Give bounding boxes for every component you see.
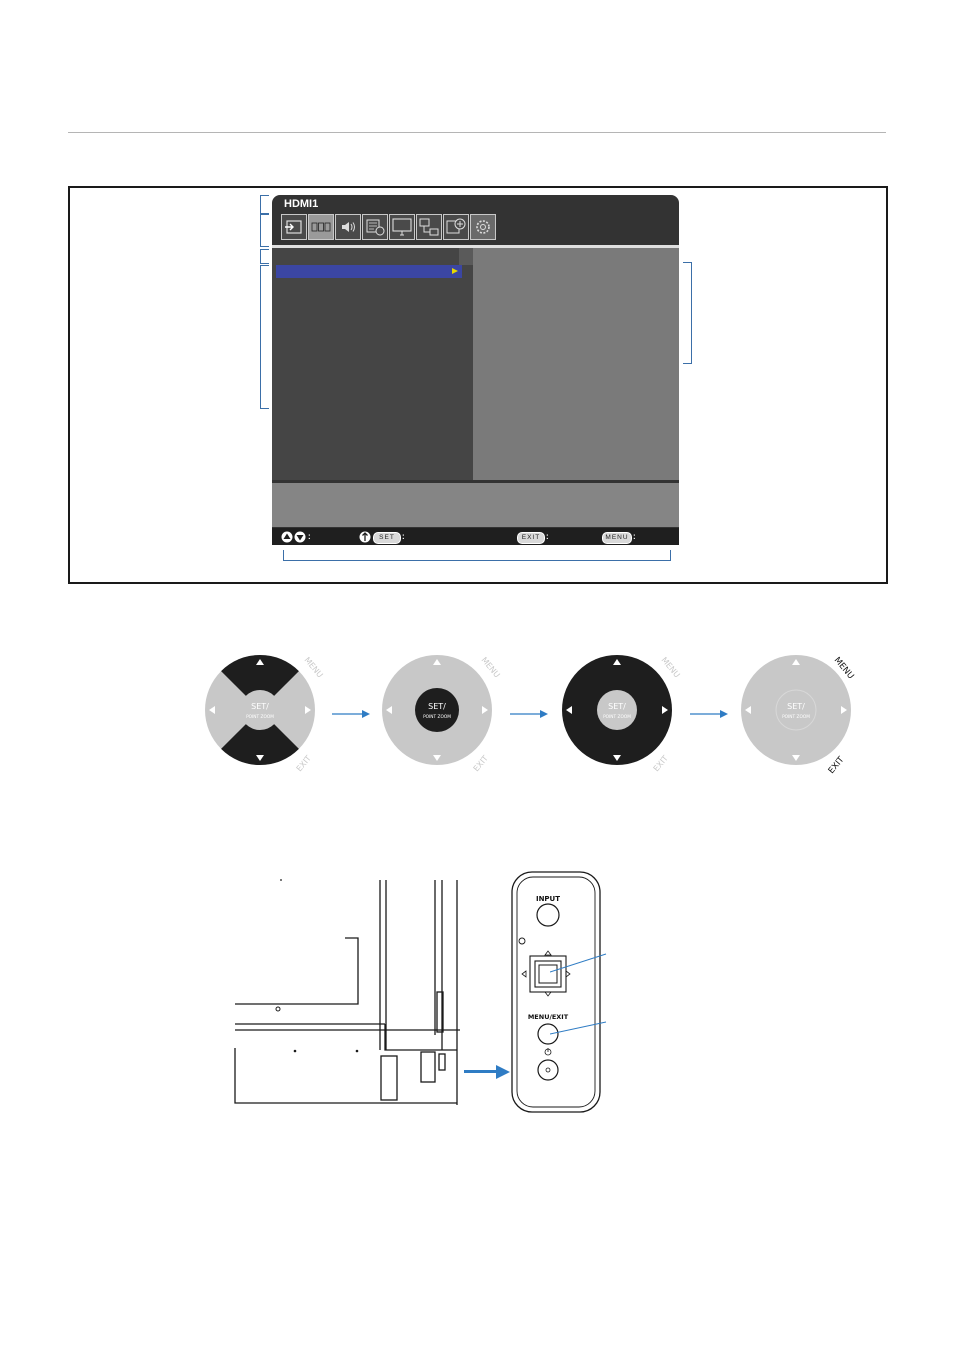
dpad-button[interactable] — [529, 955, 567, 993]
osd-menu-list — [272, 248, 473, 480]
remote-step-2: SET/ POINT ZOOM MENU EXIT — [382, 655, 502, 773]
exit-label: EXIT — [295, 754, 313, 773]
gear-icon — [476, 220, 490, 234]
submenu-arrow-icon — [452, 268, 458, 274]
osd-detail-panel — [473, 248, 679, 480]
exit-label: EXIT — [472, 754, 490, 773]
power-button[interactable] — [537, 1059, 559, 1081]
down-key[interactable] — [221, 710, 299, 766]
set-label: SET/ — [787, 702, 805, 711]
set-key[interactable] — [415, 688, 459, 732]
remote-step-1: SET/ POINT ZOOM MENU EXIT — [205, 654, 325, 773]
rgb-icon — [311, 222, 331, 232]
exit-key-label: EXIT — [827, 754, 847, 775]
osd-source-title: HDMI1 — [284, 198, 319, 210]
monitor-icon — [392, 218, 412, 236]
zoom-label: POINT ZOOM — [603, 714, 631, 720]
remote-steps-diagram: SET/ POINT ZOOM MENU EXIT SET/ POINT ZOO… — [205, 654, 856, 775]
up-down-icon — [281, 531, 306, 543]
zoom-label: POINT ZOOM — [423, 714, 451, 720]
osd-menu-item-selected[interactable] — [276, 265, 462, 278]
tab-pip[interactable] — [389, 214, 415, 240]
up-key[interactable] — [221, 654, 299, 710]
menu-exit-label: MENU/EXIT — [528, 1013, 569, 1021]
remote-step-4: SET/ POINT ZOOM MENU EXIT — [741, 655, 856, 775]
tab-schedule[interactable] — [362, 214, 388, 240]
top-rule — [68, 132, 886, 133]
menu-label: MENU — [659, 656, 681, 680]
network-icon — [419, 218, 439, 236]
shield-plus-icon — [446, 218, 466, 234]
bracket-submenu-title — [260, 249, 269, 264]
monitor-rear-drawing — [234, 879, 460, 1105]
side-control-panel: INPUT MENU/EXIT — [511, 871, 601, 1113]
bracket-title — [260, 195, 269, 214]
bracket-guide — [283, 550, 671, 561]
exit-label: EXIT — [652, 754, 670, 773]
osd-figure-frame — [68, 186, 888, 584]
zoom-arrow-head — [496, 1065, 510, 1079]
select-icon — [359, 531, 371, 543]
osd-info-bar — [272, 483, 679, 527]
guide-exit-pill: EXIT — [517, 532, 545, 544]
bracket-menu-list — [260, 265, 269, 409]
speaker-icon — [342, 222, 355, 232]
osd-header-divider — [272, 245, 679, 248]
callout-leaders — [550, 953, 607, 1035]
tab-network[interactable] — [416, 214, 442, 240]
set-label: SET/ — [428, 702, 446, 711]
osd-scroll-column — [459, 248, 473, 265]
bracket-detail — [683, 262, 692, 364]
tab-picture[interactable] — [308, 214, 334, 240]
schedule-icon — [366, 219, 385, 236]
menu-label: MENU — [302, 656, 324, 680]
input-icon — [285, 220, 302, 234]
input-label: INPUT — [536, 895, 560, 903]
zoom-arrow — [464, 1070, 498, 1073]
set-label: SET/ — [608, 702, 626, 711]
tab-system[interactable] — [470, 214, 496, 240]
tab-input[interactable] — [281, 214, 307, 240]
tab-protect[interactable] — [443, 214, 469, 240]
input-button[interactable] — [536, 903, 560, 927]
set-label: SET/ — [251, 702, 269, 711]
remote-step-3: SET/ POINT ZOOM MENU EXIT — [562, 655, 682, 773]
menu-exit-button[interactable] — [537, 1023, 559, 1045]
osd-window: HDMI1 — [272, 195, 679, 545]
zoom-label: POINT ZOOM — [246, 714, 274, 720]
bracket-tabs — [260, 214, 269, 247]
guide-menu-pill: MENU — [602, 532, 632, 544]
zoom-label: POINT ZOOM — [782, 714, 810, 720]
tab-audio[interactable] — [335, 214, 361, 240]
menu-label: MENU — [479, 656, 501, 680]
guide-set-pill: SET — [373, 532, 401, 544]
